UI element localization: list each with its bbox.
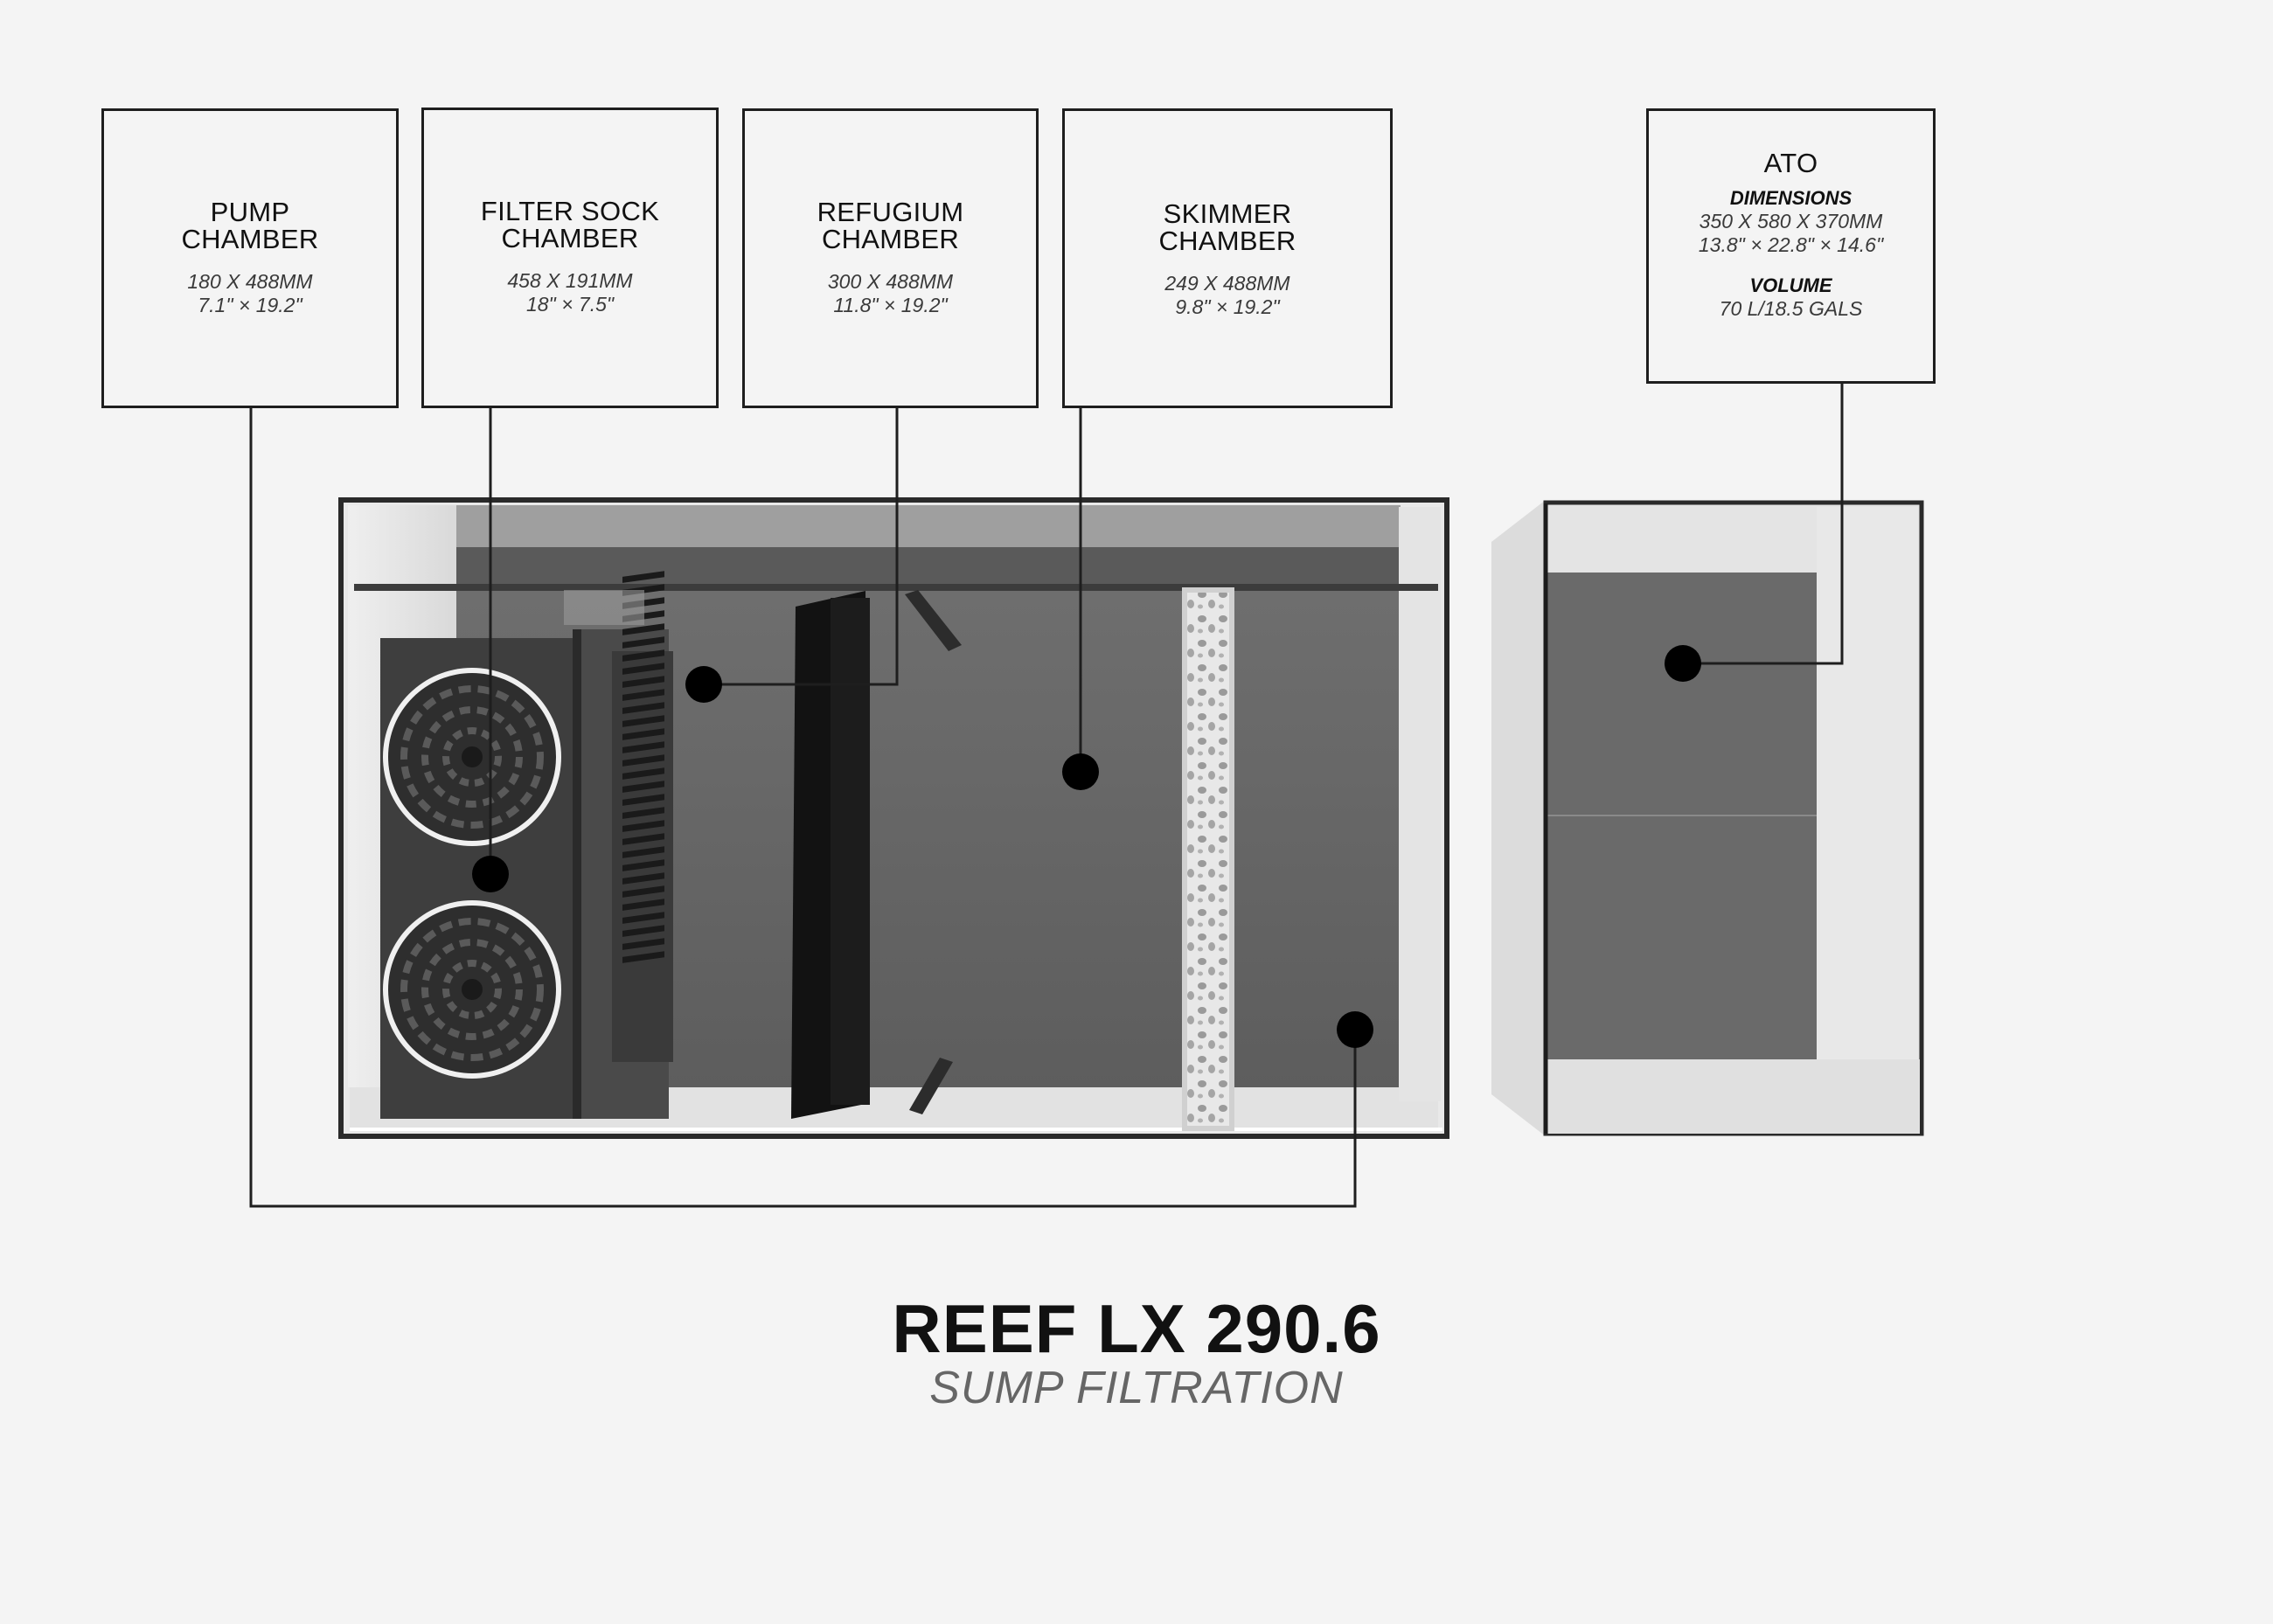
refugium-chamber-title-2: CHAMBER — [821, 224, 960, 254]
grille-slat — [622, 833, 664, 845]
ato-title: ATO — [1763, 148, 1818, 178]
grille-slat — [622, 899, 664, 911]
ato-callout: ATO DIMENSIONS 350 X 580 X 370MM 13.8" ×… — [1646, 108, 1936, 384]
ato-dim-in: 13.8" × 22.8" × 14.6" — [1698, 233, 1884, 256]
pump-callout-dot — [472, 856, 509, 892]
grille-slat — [622, 741, 664, 753]
grille-slat — [622, 781, 664, 793]
pump-chamber-callout: PUMP CHAMBER 180 X 488MM 7.1" × 19.2" — [101, 108, 399, 408]
skimmer-callout-dot — [1062, 753, 1099, 790]
grille-slat — [622, 702, 664, 714]
filter-sock-grille — [622, 571, 664, 963]
grille-slat — [622, 623, 664, 635]
pump-chamber-title-1: PUMP — [210, 197, 290, 227]
grille-slat — [622, 885, 664, 898]
grille-slat — [622, 689, 664, 701]
pump-leader-line — [249, 408, 1357, 1208]
grille-slat — [622, 794, 664, 806]
grille-slat — [622, 820, 664, 832]
sump-tank — [338, 497, 1449, 1139]
ato-leader-line — [1683, 384, 1844, 665]
pump-chamber-dim-in: 7.1" × 19.2" — [198, 294, 302, 316]
grille-slat — [622, 951, 664, 963]
grille-slat — [622, 728, 664, 740]
return-pump-fan-top — [383, 668, 561, 846]
grille-slat — [622, 636, 664, 649]
grille-slat — [622, 846, 664, 858]
refugium-chamber-callout: REFUGIUM CHAMBER 300 X 488MM 11.8" × 19.… — [742, 108, 1039, 408]
grille-slat — [622, 872, 664, 885]
skimmer-chamber-callout: SKIMMER CHAMBER 249 X 488MM 9.8" × 19.2" — [1062, 108, 1393, 408]
filter-sock-chamber-title-2: CHAMBER — [501, 223, 639, 253]
refugium-leader-line — [704, 408, 899, 686]
skimmer-chamber-dim-mm: 249 X 488MM — [1164, 272, 1290, 295]
skimmer-chamber-title-1: SKIMMER — [1163, 198, 1292, 229]
pump-return-callout-dot — [1337, 1011, 1373, 1048]
grille-slat — [622, 925, 664, 937]
ato-dim-mm: 350 X 580 X 370MM — [1699, 210, 1883, 232]
grille-slat — [622, 859, 664, 871]
callout-dots — [472, 645, 1701, 1048]
grille-slat — [622, 715, 664, 727]
grille-slat — [622, 649, 664, 662]
grille-slat — [622, 912, 664, 924]
filter-sock-chamber-dim-in: 18" × 7.5" — [525, 293, 615, 316]
product-name: REEF LX 290.6 — [892, 1290, 1381, 1367]
skimmer-chamber-title-2: CHAMBER — [1158, 226, 1296, 256]
ato-reservoir — [1491, 500, 1924, 1136]
pump-chamber-title-2: CHAMBER — [181, 224, 319, 254]
filter-sock-chamber-dim-mm: 458 X 191MM — [507, 269, 633, 292]
ato-volume: 70 L/18.5 GALS — [1719, 297, 1863, 320]
return-pump-fan-bottom — [383, 900, 561, 1079]
filter-sock-chamber-callout: FILTER SOCK CHAMBER 458 X 191MM 18" × 7.… — [421, 108, 719, 408]
ato-volume-label: VOLUME — [1749, 274, 1832, 296]
refugium-chamber-dim-in: 11.8" × 19.2" — [833, 294, 948, 316]
grille-slat — [622, 807, 664, 819]
ato-callout-dot — [1665, 645, 1701, 682]
grille-slat — [622, 938, 664, 950]
leader-lines — [249, 384, 1844, 1208]
filter-sock-chamber-title-1: FILTER SOCK — [480, 196, 660, 226]
grille-slat — [622, 754, 664, 767]
filter-sock-callout-dot — [685, 666, 722, 703]
refugium-chamber-title-1: REFUGIUM — [817, 197, 964, 227]
grille-slat — [622, 663, 664, 675]
pump-chamber-dim-mm: 180 X 488MM — [187, 270, 313, 293]
grille-slat — [622, 767, 664, 780]
grille-slat — [622, 676, 664, 688]
product-subtitle: SUMP FILTRATION — [929, 1363, 1344, 1413]
refugium-chamber-dim-mm: 300 X 488MM — [827, 270, 954, 293]
grille-slat — [622, 571, 664, 583]
skimmer-chamber-dim-in: 9.8" × 19.2" — [1175, 295, 1280, 318]
ato-dimensions-label: DIMENSIONS — [1729, 187, 1852, 209]
